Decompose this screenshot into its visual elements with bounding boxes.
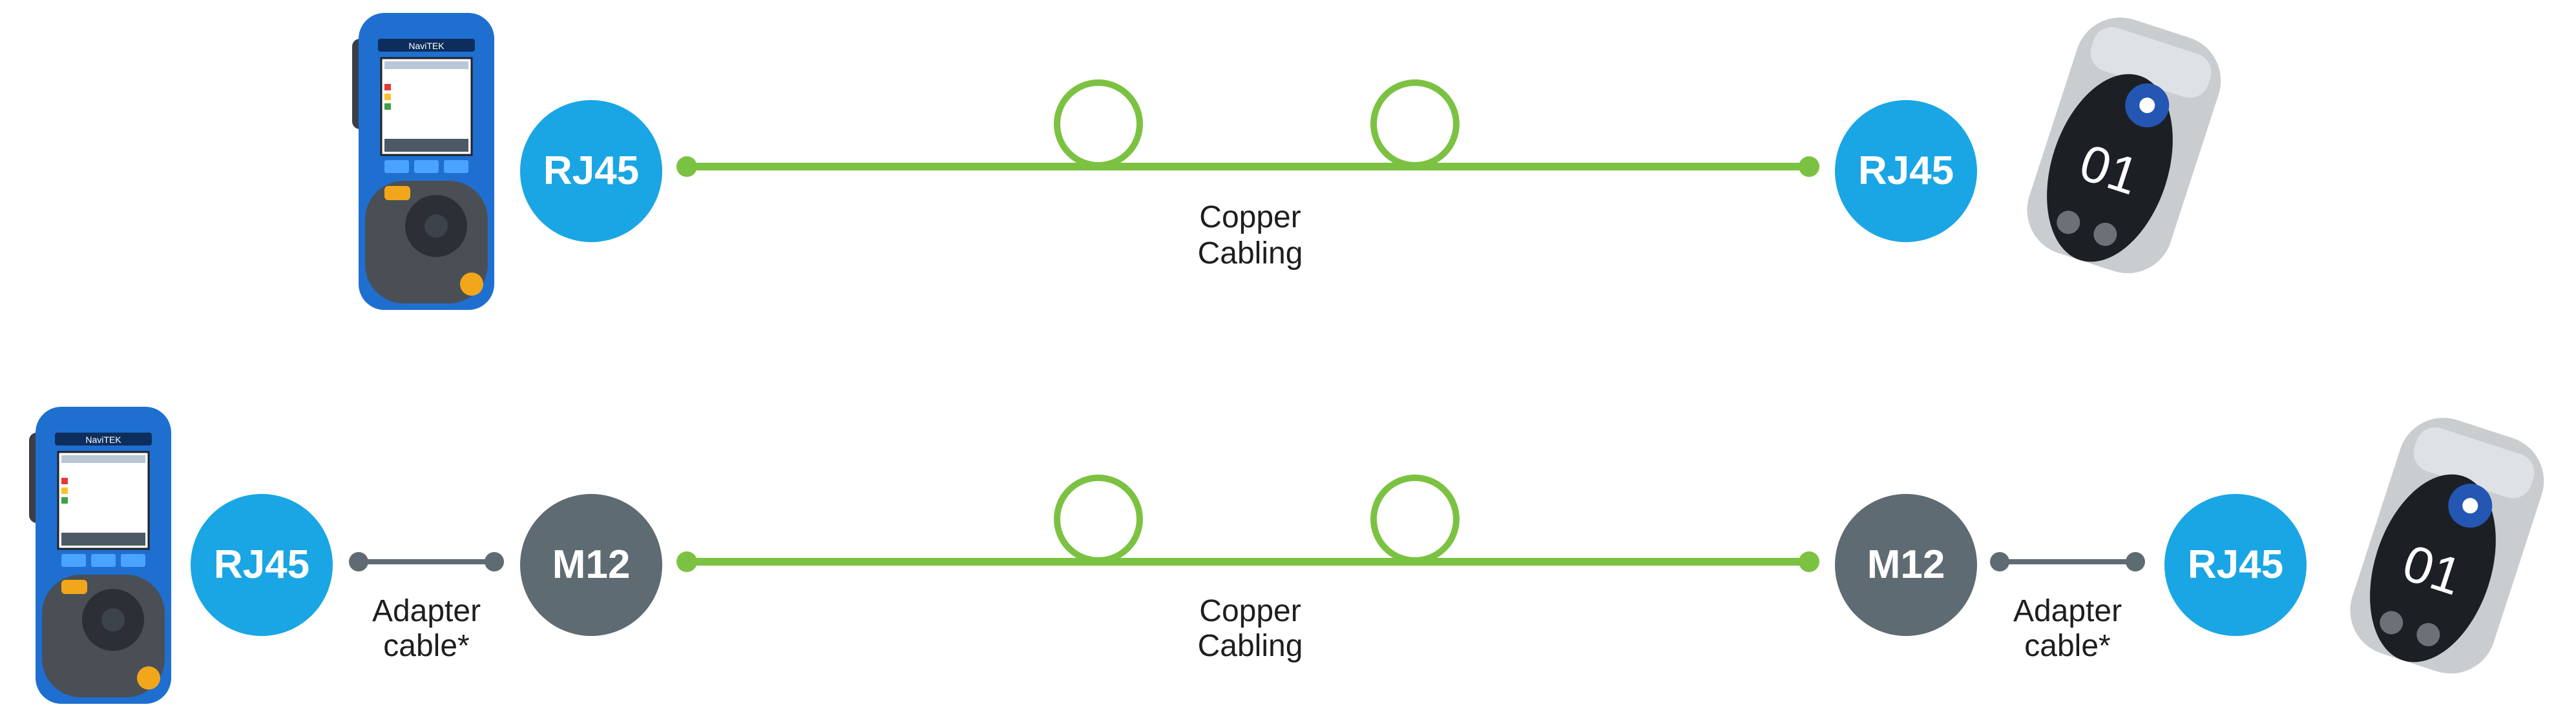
- cable-label-line1: Copper: [1199, 594, 1301, 628]
- m12-label: M12: [552, 542, 631, 587]
- rj45-connector-right-row2: RJ45: [2164, 494, 2307, 636]
- copper-cabling-row2: Copper Cabling: [676, 475, 1819, 663]
- tester-brand: NaviTEK: [408, 41, 445, 51]
- adapter-label-line1: Adapter: [372, 594, 481, 628]
- m12-label: M12: [1867, 542, 1945, 587]
- rj45-label: RJ45: [2188, 542, 2283, 587]
- handheld-tester-icon: NaviTEK: [352, 13, 494, 310]
- adapter-label-line2: cable*: [383, 629, 469, 663]
- remote-unit-icon: 01: [2350, 418, 2544, 674]
- rj45-connector-right: RJ45: [1835, 100, 1977, 242]
- rj45-connector-left-row2: RJ45: [191, 494, 333, 636]
- adapter-label-line2: cable*: [2024, 629, 2110, 663]
- cable-label-line1: Copper: [1199, 200, 1301, 234]
- copper-cabling-row1: Copper Cabling: [676, 79, 1819, 271]
- tester-brand: NaviTEK: [85, 435, 121, 445]
- rj45-connector-left: RJ45: [520, 100, 662, 242]
- adapter-label-line1: Adapter: [2013, 594, 2122, 628]
- m12-connector-right: M12: [1835, 494, 1977, 636]
- adapter-cable-right: Adapter cable*: [1990, 552, 2145, 663]
- handheld-tester-icon: NaviTEK: [29, 407, 171, 704]
- cable-label-line2: Cabling: [1198, 236, 1303, 271]
- rj45-label: RJ45: [543, 149, 639, 193]
- m12-connector-left: M12: [520, 494, 662, 636]
- rj45-label: RJ45: [1858, 149, 1954, 193]
- rj45-label: RJ45: [214, 542, 309, 587]
- adapter-cable-left: Adapter cable*: [349, 552, 504, 663]
- remote-unit-icon: 01: [2027, 17, 2221, 274]
- cable-label-line2: Cabling: [1198, 629, 1303, 663]
